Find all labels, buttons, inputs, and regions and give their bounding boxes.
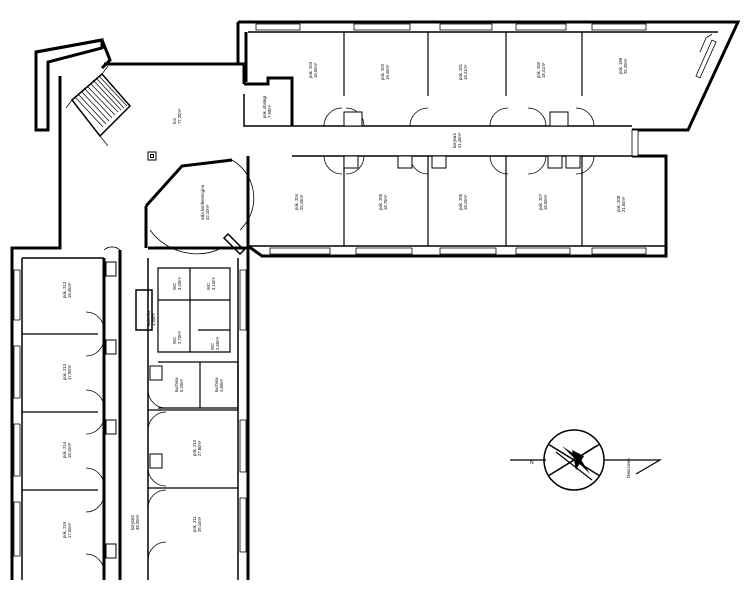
room-label: WC 2,60m²	[210, 336, 220, 350]
svg-text:hol: hol	[172, 118, 177, 124]
svg-text:pok. 205: pok. 205	[378, 193, 383, 210]
svg-text:18,15m²: 18,15m²	[463, 194, 468, 210]
svg-text:19,46m²: 19,46m²	[67, 282, 72, 298]
svg-text:pok. 204: pok. 204	[294, 193, 299, 210]
north-arrow: N Dworcowa	[510, 429, 663, 491]
svg-text:WC: WC	[206, 283, 211, 290]
svg-text:2,60m²: 2,60m²	[215, 336, 220, 350]
room-label: hol 77,20m²	[172, 108, 182, 124]
staircase	[65, 65, 132, 147]
svg-text:17,90m²: 17,90m²	[67, 364, 72, 380]
room-label: sala konferencyjna 32,10m²	[200, 184, 210, 220]
room-label: pok. 215 17,50m²	[62, 521, 72, 538]
svg-text:26,20m²: 26,20m²	[623, 58, 628, 74]
svg-text:18,00m²: 18,00m²	[313, 62, 318, 78]
svg-text:korytarz: korytarz	[130, 515, 135, 530]
room-label: pok. 207 18,60m²	[538, 193, 548, 210]
top-wing	[236, 20, 741, 258]
svg-text:18,41m²: 18,41m²	[541, 62, 546, 78]
svg-text:32,10m²: 32,10m²	[205, 204, 210, 220]
room-label: pok. 211 26,10m²	[192, 516, 202, 532]
room-label: WC 3,10m²	[206, 276, 216, 290]
svg-text:pok. 203: pok. 203	[308, 61, 313, 78]
svg-text:4,80m²: 4,80m²	[219, 378, 224, 392]
hall-outline	[10, 62, 294, 580]
room-label: pok. 206 18,15m²	[458, 193, 468, 210]
room-label: pok. 199 26,20m²	[618, 57, 628, 74]
room-label: pok. 205 18,75m²	[378, 193, 388, 210]
svg-text:19,40m²: 19,40m²	[385, 64, 390, 80]
svg-text:pok. 202: pok. 202	[380, 63, 385, 80]
room-label: kuchnia 4,80m²	[214, 377, 224, 392]
svg-text:77,20m²: 77,20m²	[177, 108, 182, 124]
room-label: pok. 204 25,18m²	[294, 193, 304, 210]
room-label: korytarz 41,40m²	[452, 132, 462, 148]
room-label: WC 2,70m²	[172, 330, 182, 344]
svg-text:21,50m²: 21,50m²	[621, 196, 626, 212]
room-label: WC 3,20m²	[172, 276, 182, 290]
svg-text:25,18m²: 25,18m²	[299, 194, 304, 210]
svg-text:38,20m²: 38,20m²	[135, 514, 140, 530]
svg-text:WC: WC	[172, 337, 177, 344]
room-label: pok. 201 18,41m²	[458, 63, 468, 80]
svg-text:pok. 214: pok. 214	[62, 441, 67, 458]
street-label: Dworcowa	[626, 458, 631, 478]
svg-text:sala konferencyjna: sala konferencyjna	[200, 184, 205, 220]
svg-text:pok. 213: pok. 213	[62, 363, 67, 380]
room-label: korytarz 38,20m²	[130, 514, 140, 530]
svg-text:łazienka: łazienka	[146, 310, 151, 326]
room-labels: pok. 203 18,00m² pok. 202 19,40m² pok. 2…	[62, 57, 628, 538]
svg-text:pok. obsługi: pok. obsługi	[262, 96, 267, 118]
room-label: pok. 210 27,80m²	[192, 439, 202, 456]
svg-text:18,41m²: 18,41m²	[463, 64, 468, 80]
room-label: pok. 213 17,90m²	[62, 363, 72, 380]
svg-text:3,90m²: 3,90m²	[151, 312, 156, 326]
svg-text:WC: WC	[172, 283, 177, 290]
svg-text:pok. 207: pok. 207	[538, 193, 543, 210]
room-label: pok. obsługi 7,90m²	[262, 96, 272, 118]
svg-text:WC: WC	[210, 343, 215, 350]
svg-text:3,20m²: 3,20m²	[177, 276, 182, 290]
left-wing	[13, 232, 250, 580]
svg-text:41,40m²: 41,40m²	[457, 132, 462, 148]
svg-text:17,50m²: 17,50m²	[67, 522, 72, 538]
room-label: kuchnia 5,20m²	[174, 377, 184, 392]
svg-text:2,70m²: 2,70m²	[177, 330, 182, 344]
top-windows	[255, 23, 647, 255]
svg-text:pok. 211: pok. 211	[192, 516, 197, 532]
svg-text:pok. 212: pok. 212	[62, 281, 67, 298]
room-label: łazienka 3,90m²	[146, 310, 156, 326]
north-label: N	[530, 460, 534, 466]
room-label: pok. 200 18,41m²	[536, 61, 546, 78]
room-label: pok. 214 18,10m²	[62, 441, 72, 458]
svg-text:26,10m²: 26,10m²	[197, 516, 202, 532]
room-label: pok. 202 19,40m²	[380, 63, 390, 80]
svg-text:korytarz: korytarz	[452, 133, 457, 148]
svg-text:pok. 199: pok. 199	[618, 57, 623, 74]
svg-text:pok. 201: pok. 201	[458, 63, 463, 80]
svg-text:18,10m²: 18,10m²	[67, 442, 72, 458]
svg-text:18,60m²: 18,60m²	[543, 194, 548, 210]
stairwell	[34, 38, 132, 147]
svg-text:3,10m²: 3,10m²	[211, 276, 216, 290]
svg-text:pok. 215: pok. 215	[62, 521, 67, 538]
svg-text:5,20m²: 5,20m²	[179, 378, 184, 392]
room-label: pok. 203 18,00m²	[308, 61, 318, 78]
svg-text:kuchnia: kuchnia	[214, 377, 219, 392]
svg-text:pok. 208: pok. 208	[616, 195, 621, 212]
svg-text:kuchnia: kuchnia	[174, 377, 179, 392]
svg-text:pok. 210: pok. 210	[192, 439, 197, 456]
svg-text:27,80m²: 27,80m²	[197, 440, 202, 456]
room-label: pok. 212 19,46m²	[62, 281, 72, 298]
svg-text:18,75m²: 18,75m²	[383, 194, 388, 210]
svg-text:pok. 200: pok. 200	[536, 61, 541, 78]
svg-text:7,90m²: 7,90m²	[267, 104, 272, 118]
svg-text:pok. 206: pok. 206	[458, 193, 463, 210]
room-label: pok. 208 21,50m²	[616, 195, 626, 212]
